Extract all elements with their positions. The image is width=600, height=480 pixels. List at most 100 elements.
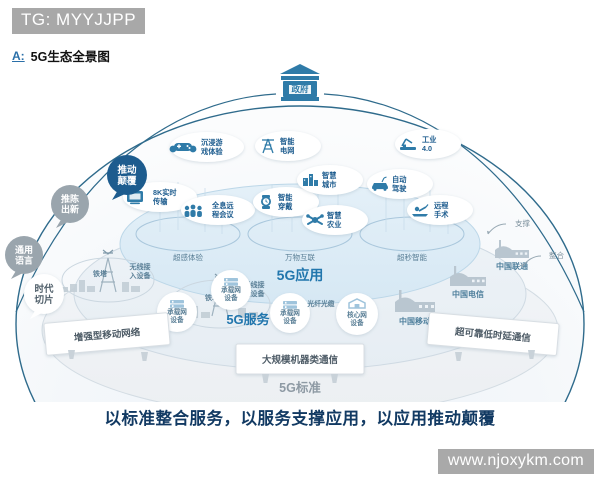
node-wu-xian-jie-ru-left-line2: 入设备 bbox=[129, 271, 152, 280]
node-wu-xian-jie-ru-left[interactable]: 无线接 入设备 bbox=[129, 262, 152, 280]
cluster-ring-wan-wu-hu-lian bbox=[247, 216, 353, 252]
operator-building-icon bbox=[395, 290, 435, 312]
node-zhi-hui-cheng-shi-line2: 城市 bbox=[322, 180, 336, 189]
layer-standard-title: 5G标准 bbox=[279, 380, 321, 395]
node-yuan-cheng-shou-shu-line2: 手术 bbox=[434, 210, 449, 219]
server-icon bbox=[224, 278, 238, 286]
node-8k-shi-shi-line1: 8K实时 bbox=[153, 188, 177, 197]
operator-building-icon bbox=[495, 240, 529, 258]
arrow-zheng-he-label: 整合 bbox=[549, 250, 564, 260]
car-icon bbox=[372, 176, 388, 191]
factory-robot-icon bbox=[400, 138, 416, 150]
datacenter-icon bbox=[348, 298, 366, 309]
bubble-tui-dong-dian-fu-line1: 推动 bbox=[117, 164, 137, 176]
node-zhi-neng-dian-wang-line1: 智能 bbox=[280, 137, 295, 146]
node-yuan-cheng-shou-shu-line1: 远程 bbox=[434, 201, 449, 210]
node-cheng-zai-wang-2-line1: 承载网 bbox=[221, 285, 241, 294]
standard-box-urllc[interactable]: 超可靠低时延通信 bbox=[426, 312, 560, 356]
pylon-icon bbox=[262, 138, 274, 154]
node-zhi-neng-chuan-dai-line2: 穿戴 bbox=[278, 202, 293, 211]
layer-application-title: 5G应用 bbox=[277, 267, 324, 283]
layer-service-title: 5G服务 bbox=[226, 312, 270, 327]
node-tie-ta-left-label: 铁塔 bbox=[93, 269, 108, 278]
cluster-label-chao-gan-ti-yan: 超感体验 bbox=[173, 252, 203, 262]
arrow-zheng-he: 整合 bbox=[521, 250, 564, 268]
node-zhi-hui-nong-ye[interactable]: 智慧 农业 bbox=[302, 205, 368, 235]
node-cheng-zai-wang-2-line2: 设备 bbox=[224, 293, 238, 302]
operator-china-telecom[interactable]: 中国电信 bbox=[450, 266, 486, 299]
drone-icon bbox=[306, 214, 324, 225]
node-cheng-zai-wang-2[interactable]: 承载网 设备 bbox=[211, 270, 251, 310]
node-gong-ye-40[interactable]: 工业 4.0 bbox=[395, 129, 461, 159]
bubble-shi-dai-qie-pian[interactable]: 时代 切片 bbox=[24, 274, 64, 319]
server-icon bbox=[170, 300, 184, 308]
node-cheng-zai-wang-3[interactable]: 承载网 设备 bbox=[270, 293, 310, 333]
figure-caption: A: 5G生态全景图 bbox=[12, 46, 110, 65]
node-zi-dong-jia-shi-line1: 自动 bbox=[392, 175, 406, 184]
node-government-label: 政府 bbox=[291, 84, 309, 94]
standard-box-mmtc-label: 大规模机器类通信 bbox=[262, 354, 339, 366]
node-zhi-neng-chuan-dai-line1: 智能 bbox=[278, 193, 293, 202]
standard-box-mmtc[interactable]: 大规模机器类通信 bbox=[235, 343, 365, 375]
node-government[interactable]: 政府 bbox=[280, 64, 320, 101]
cluster-label-wan-wu-hu-lian: 万物互联 bbox=[285, 252, 315, 262]
node-chen-jin-you-xi[interactable]: 沉浸游 戏体验 bbox=[169, 132, 244, 162]
bubble-tui-chen-chu-xin[interactable]: 推陈 出新 bbox=[51, 185, 89, 228]
node-zhi-neng-dian-wang[interactable]: 智能 电网 bbox=[255, 131, 321, 161]
operator-building-icon bbox=[450, 266, 486, 286]
bubble-shi-dai-qie-pian-line2: 切片 bbox=[34, 294, 53, 306]
standard-box-embb-label: 增强型移动网络 bbox=[73, 326, 141, 344]
node-cheng-zai-wang-1-line1: 承载网 bbox=[167, 307, 187, 316]
city-silhouette-left bbox=[60, 280, 140, 292]
page-title: 5G生态全景图 bbox=[30, 50, 110, 64]
node-zhi-hui-nong-ye-line1: 智慧 bbox=[327, 211, 342, 220]
node-wu-xian-jie-ru-left-line1: 无线接 bbox=[129, 262, 151, 271]
operator-china-mobile[interactable]: 中国移动 bbox=[395, 290, 435, 326]
node-quan-xi-hui-yi-line1: 全息远 bbox=[211, 201, 234, 210]
tagline: 以标准整合服务，以服务支撑应用，以应用推动颠覆 bbox=[104, 410, 496, 428]
node-he-xin-wang[interactable]: 核心网 设备 bbox=[336, 293, 378, 335]
bubble-tong-yong-yu-yan-line2: 语言 bbox=[15, 255, 33, 266]
node-cheng-zai-wang-3-line1: 承载网 bbox=[280, 308, 300, 317]
bubble-tong-yong-yu-yan[interactable]: 通用 语言 bbox=[5, 236, 43, 279]
bubble-tong-yong-yu-yan-line1: 通用 bbox=[15, 244, 33, 255]
node-zhi-neng-chuan-dai[interactable]: 智能 穿戴 bbox=[253, 187, 319, 217]
node-he-xin-wang-line1: 核心网 bbox=[347, 310, 367, 319]
node-quan-xi-hui-yi-line2: 程会议 bbox=[211, 210, 234, 219]
node-gong-ye-40-line2: 4.0 bbox=[422, 144, 432, 153]
arrow-zhi-cheng-label: 支撑 bbox=[515, 218, 530, 228]
people-icon bbox=[184, 204, 202, 217]
surgery-icon bbox=[412, 204, 429, 217]
node-quan-xi-hui-yi[interactable]: 全息远 程会议 bbox=[181, 195, 255, 225]
node-zi-dong-jia-shi[interactable]: 自动 驾驶 bbox=[367, 169, 433, 199]
operator-china-mobile-label: 中国移动 bbox=[399, 316, 431, 326]
bubble-tui-dong-dian-fu-line2: 颠覆 bbox=[117, 175, 137, 187]
node-chen-jin-you-xi-line2: 戏体验 bbox=[200, 147, 223, 156]
bubble-tui-chen-chu-xin-line1: 推陈 bbox=[61, 193, 79, 204]
watch-icon bbox=[261, 195, 271, 209]
operator-china-unicom[interactable]: 中国联通 bbox=[495, 240, 529, 271]
bubble-tui-chen-chu-xin-line2: 出新 bbox=[61, 204, 79, 215]
node-wu-xian-jie-ru-line2: 入设备 bbox=[243, 289, 266, 298]
node-zhi-hui-cheng-shi[interactable]: 智慧 城市 bbox=[297, 165, 363, 195]
node-chen-jin-you-xi-line1: 沉浸游 bbox=[201, 138, 223, 147]
node-wu-xian-jie-ru[interactable]: 无线接 入设备 bbox=[243, 280, 266, 298]
standard-box-embb[interactable]: 增强型移动网络 bbox=[43, 312, 171, 356]
tg-badge: TG: MYYJJPP bbox=[12, 8, 146, 34]
node-tie-ta-left[interactable]: 铁塔 bbox=[93, 269, 108, 278]
bubble-tui-dong-dian-fu[interactable]: 推动 颠覆 bbox=[107, 155, 147, 200]
node-cheng-zai-wang-1-line2: 设备 bbox=[170, 315, 184, 324]
node-zhi-hui-cheng-shi-line1: 智慧 bbox=[322, 171, 337, 180]
server-icon bbox=[283, 301, 297, 309]
node-wu-xian-jie-ru-line1: 无线接 bbox=[243, 280, 265, 289]
node-yuan-cheng-shou-shu[interactable]: 远程 手术 bbox=[407, 195, 473, 225]
bubble-shi-dai-qie-pian-line1: 时代 bbox=[34, 283, 54, 295]
node-he-xin-wang-line2: 设备 bbox=[350, 318, 364, 327]
5g-ecosystem-diagram: 政府 超感体验 万物互联 超秒智能 沉浸游 戏体验 bbox=[0, 62, 600, 402]
node-zi-dong-jia-shi-line2: 驾驶 bbox=[391, 184, 407, 193]
government-building-icon bbox=[280, 64, 320, 101]
node-guang-xian-guang-lan[interactable]: 光纤光缆 bbox=[306, 299, 334, 308]
operator-china-unicom-label: 中国联通 bbox=[496, 261, 528, 271]
operator-china-telecom-label: 中国电信 bbox=[452, 289, 484, 299]
node-guang-xian-guang-lan-label: 光纤光缆 bbox=[306, 299, 334, 308]
